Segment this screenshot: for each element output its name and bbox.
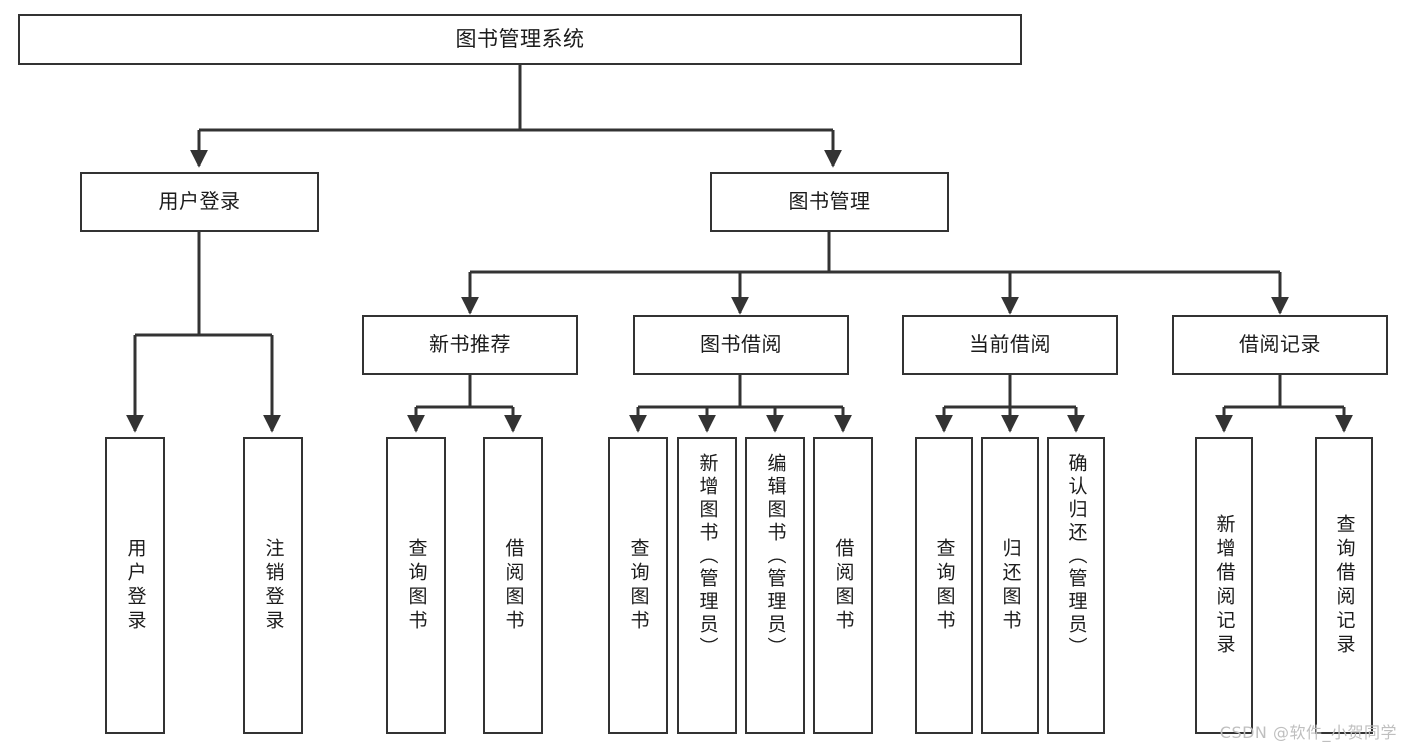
node-leaf-query-book-1[interactable]: 查询图书: [386, 437, 446, 734]
node-label: 新增图书（管理员）: [696, 453, 719, 660]
node-label: 图书管理: [788, 189, 871, 214]
node-current-borrow[interactable]: 当前借阅: [902, 315, 1118, 375]
node-label: 图书管理系统: [455, 27, 585, 52]
node-label: 新书推荐: [429, 332, 511, 357]
watermark: CSDN @软件_小贺同学: [1219, 723, 1397, 742]
node-label: 编辑图书（管理员）: [764, 453, 787, 660]
node-leaf-confirm-return[interactable]: 确认归还（管理员）: [1047, 437, 1105, 734]
node-leaf-query-borrow-record[interactable]: 查询借阅记录: [1315, 437, 1373, 734]
node-leaf-query-book-2[interactable]: 查询图书: [608, 437, 668, 734]
node-label: 注销登录: [262, 537, 285, 634]
node-label: 当前借阅: [969, 332, 1051, 357]
node-label: 图书借阅: [700, 332, 782, 357]
node-leaf-return-book[interactable]: 归还图书: [981, 437, 1039, 734]
node-label: 归还图书: [999, 537, 1022, 634]
node-leaf-query-book-3[interactable]: 查询图书: [915, 437, 973, 734]
node-root-system[interactable]: 图书管理系统: [18, 14, 1022, 65]
node-label: 查询图书: [405, 537, 428, 634]
node-leaf-add-book[interactable]: 新增图书（管理员）: [677, 437, 737, 734]
node-book-borrow[interactable]: 图书借阅: [633, 315, 849, 375]
node-leaf-logout-login[interactable]: 注销登录: [243, 437, 303, 734]
node-label: 借阅记录: [1239, 332, 1321, 357]
node-label: 借阅图书: [502, 537, 525, 634]
node-leaf-user-login[interactable]: 用户登录: [105, 437, 165, 734]
node-user-login[interactable]: 用户登录: [80, 172, 319, 232]
node-leaf-add-borrow-record[interactable]: 新增借阅记录: [1195, 437, 1253, 734]
node-label: 新增借阅记录: [1213, 513, 1236, 658]
node-borrow-record[interactable]: 借阅记录: [1172, 315, 1388, 375]
node-label: 用户登录: [158, 189, 241, 214]
node-label: 确认归还（管理员）: [1065, 453, 1088, 660]
node-label: 用户登录: [124, 537, 147, 634]
node-label: 查询图书: [933, 537, 956, 634]
node-leaf-edit-book[interactable]: 编辑图书（管理员）: [745, 437, 805, 734]
node-book-manage[interactable]: 图书管理: [710, 172, 949, 232]
node-label: 查询借阅记录: [1333, 513, 1356, 658]
node-leaf-borrow-book-1[interactable]: 借阅图书: [483, 437, 543, 734]
node-label: 查询图书: [627, 537, 650, 634]
node-leaf-borrow-book-2[interactable]: 借阅图书: [813, 437, 873, 734]
node-label: 借阅图书: [832, 537, 855, 634]
node-new-book-recommend[interactable]: 新书推荐: [362, 315, 578, 375]
